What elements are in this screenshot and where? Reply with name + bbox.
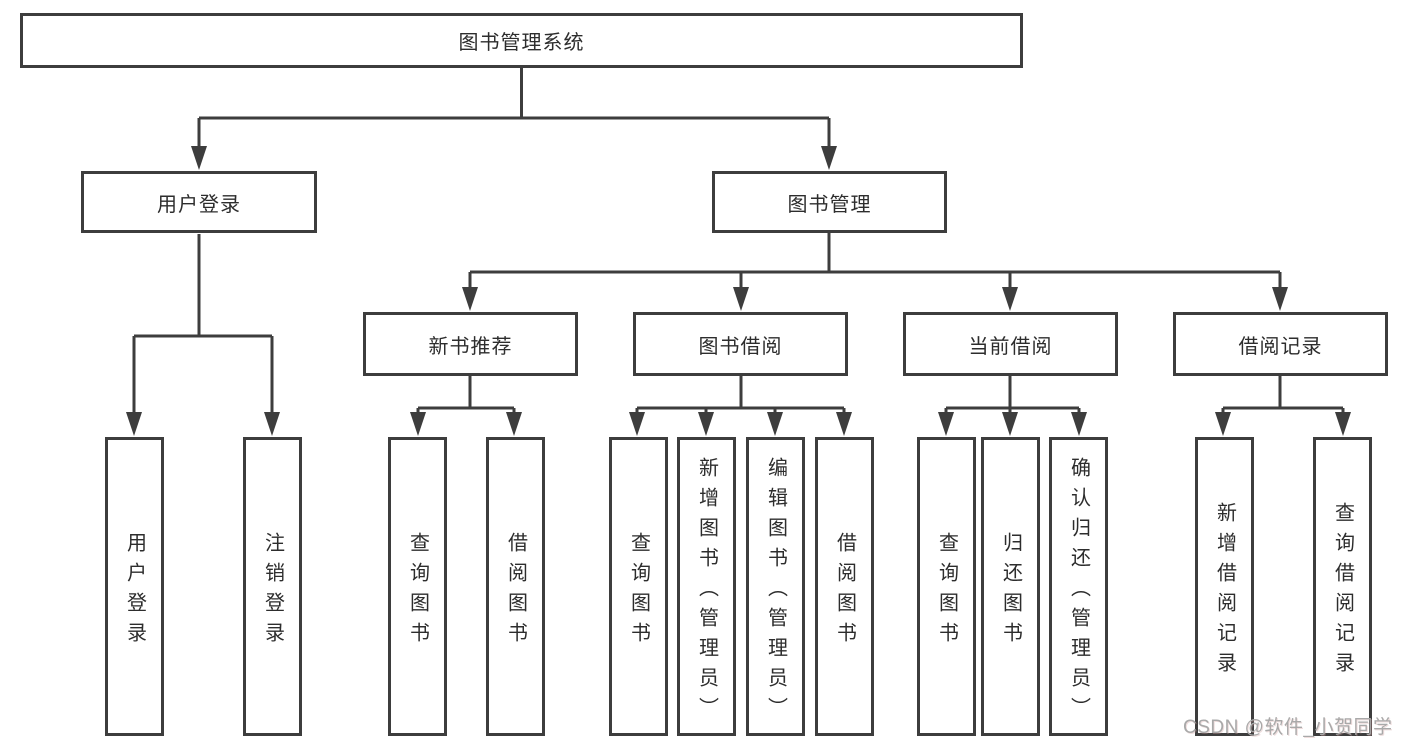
node-label: 借阅图书: [504, 531, 527, 652]
csdn-watermark: CSDN @软件_小贺同学: [1183, 717, 1393, 738]
node-label: 确认归还（管理员）: [1067, 456, 1090, 727]
node-label: 借阅图书: [833, 531, 856, 652]
node-label: 注销登录: [261, 531, 284, 652]
node-label: 图书管理系统: [458, 32, 585, 54]
leaf-query-books-borrowing: 查询图书: [609, 437, 668, 736]
node-label: 查询借阅记录: [1331, 501, 1354, 682]
node-user-login: 用户登录: [81, 171, 317, 233]
node-label: 用户登录: [123, 531, 146, 652]
node-label: 图书借阅: [698, 335, 783, 358]
node-label: 借阅记录: [1238, 335, 1323, 358]
node-label: 当前借阅: [968, 335, 1053, 358]
leaf-logout: 注销登录: [243, 437, 302, 736]
node-book-management: 图书管理: [712, 171, 947, 233]
node-label: 查询图书: [935, 531, 958, 652]
leaf-add-borrow-record: 新增借阅记录: [1195, 437, 1254, 736]
node-label: 新增借阅记录: [1213, 501, 1236, 682]
leaf-borrow-books-borrowing: 借阅图书: [815, 437, 874, 736]
leaf-query-books-current: 查询图书: [917, 437, 976, 736]
leaf-edit-book-admin: 编辑图书（管理员）: [746, 437, 805, 736]
node-label: 归还图书: [999, 531, 1022, 652]
node-label: 图书管理: [787, 193, 872, 216]
node-new-book-recommendation: 新书推荐: [363, 312, 578, 376]
node-borrowing-records: 借阅记录: [1173, 312, 1388, 376]
node-label: 新书推荐: [428, 335, 513, 358]
node-label: 编辑图书（管理员）: [764, 456, 787, 727]
leaf-user-login: 用户登录: [105, 437, 164, 736]
arrowhead-group: [126, 146, 1351, 436]
leaf-query-borrow-record: 查询借阅记录: [1313, 437, 1372, 736]
leaf-query-books-recommend: 查询图书: [388, 437, 447, 736]
node-label: 查询图书: [627, 531, 650, 652]
node-book-borrowing: 图书借阅: [633, 312, 848, 376]
leaf-borrow-books-recommend: 借阅图书: [486, 437, 545, 736]
leaf-return-book: 归还图书: [981, 437, 1040, 736]
leaf-add-book-admin: 新增图书（管理员）: [677, 437, 736, 736]
node-label: 新增图书（管理员）: [695, 456, 718, 727]
leaf-confirm-return-admin: 确认归还（管理员）: [1049, 437, 1108, 736]
node-library-management-system: 图书管理系统: [20, 13, 1023, 68]
node-label: 查询图书: [406, 531, 429, 652]
node-current-borrowing: 当前借阅: [903, 312, 1118, 376]
node-label: 用户登录: [157, 193, 241, 216]
